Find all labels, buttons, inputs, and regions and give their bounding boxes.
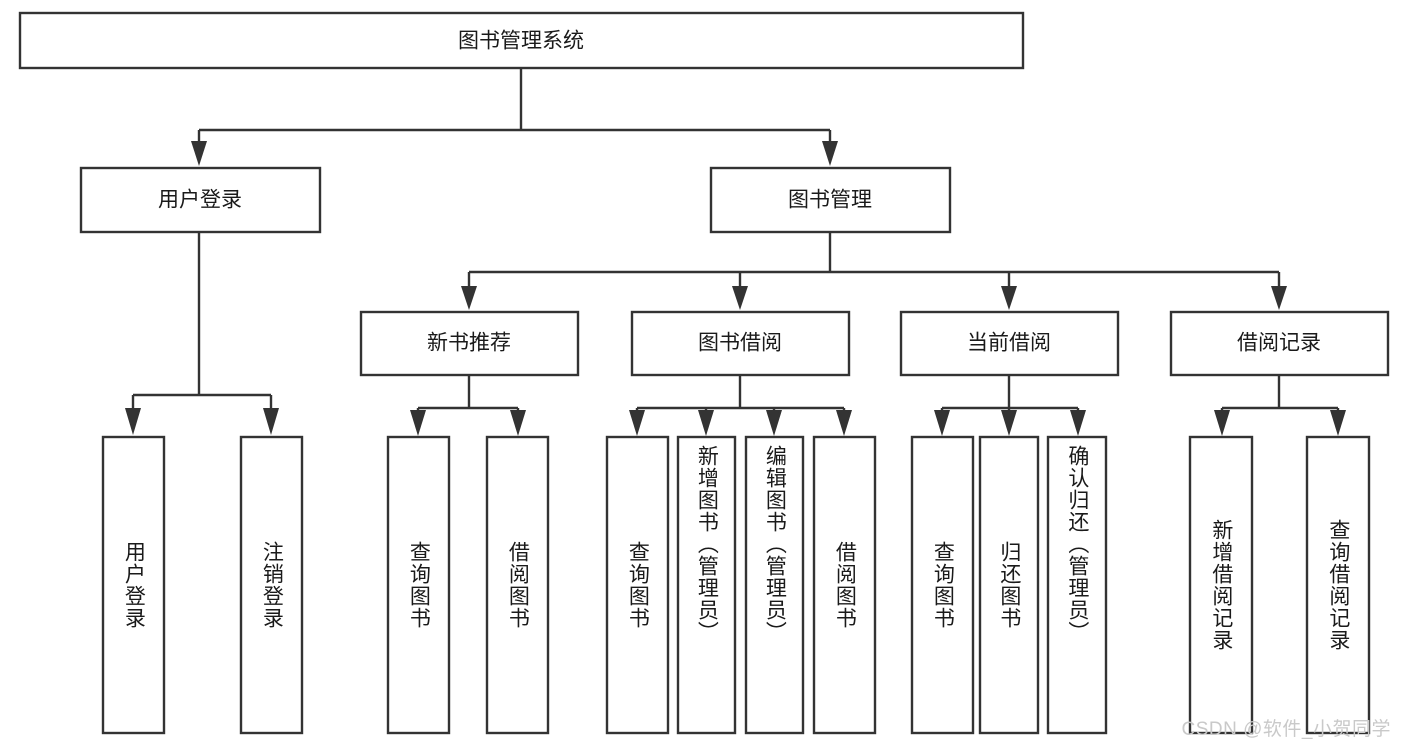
node-book-borrow[interactable] [630, 310, 851, 377]
arrow-head-leaf-c1 [934, 410, 950, 436]
leaf-box-query-book-3[interactable] [910, 435, 975, 735]
node-book-manage[interactable] [709, 166, 952, 234]
leaf-box-return-book[interactable] [978, 435, 1040, 735]
node-root-label: 图书管理系统 [458, 30, 584, 53]
leaf-box-query-book-2[interactable] [605, 435, 670, 735]
arrow-head-borrow-record [1271, 286, 1287, 310]
node-current-borrow[interactable] [899, 310, 1120, 377]
arrow-head-current-borrow [1001, 286, 1017, 310]
arrow-head-leaf-r2 [1330, 410, 1346, 436]
arrow-head-leaf-b4 [836, 410, 852, 436]
node-new-book-recommend[interactable] [359, 310, 580, 377]
arrow-head-new-book [461, 286, 477, 310]
leaf-box-borrow-book-2[interactable] [812, 435, 877, 735]
arrow-head-leaf-c3 [1070, 410, 1086, 436]
arrow-head-leaf-u2 [263, 408, 279, 435]
node-current-borrow-label: 当前借阅 [967, 332, 1051, 355]
arrow-head-leaf-n2 [510, 410, 526, 436]
arrow-head-leaf-u1 [125, 408, 141, 435]
arrow-head-book-manage [822, 141, 838, 166]
leaf-box-logout[interactable] [239, 435, 304, 735]
connector-borrow-record-to-leaves [1214, 375, 1346, 436]
connector-root-to-level2 [191, 68, 838, 166]
arrow-head-leaf-b1 [629, 410, 645, 436]
leaf-box-add-record[interactable] [1188, 435, 1254, 735]
connector-user-login-to-leaves [125, 232, 279, 435]
node-book-manage-label: 图书管理 [788, 189, 872, 212]
connector-book-borrow-to-leaves [629, 375, 852, 436]
leaf-box-edit-book[interactable] [744, 435, 805, 735]
arrow-head-leaf-n1 [410, 410, 426, 436]
node-user-login[interactable] [79, 166, 322, 234]
leaf-box-query-record[interactable] [1305, 435, 1371, 735]
connector-current-borrow-to-leaves [934, 375, 1086, 436]
arrow-head-leaf-c2 [1001, 410, 1017, 436]
arrow-head-leaf-r1 [1214, 410, 1230, 436]
arrow-head-user-login [191, 141, 207, 166]
leaf-box-borrow-book-1[interactable] [485, 435, 550, 735]
node-new-book-recommend-label: 新书推荐 [427, 332, 511, 355]
connector-new-book-to-leaves [410, 375, 526, 436]
arrow-head-book-borrow [732, 286, 748, 310]
leaf-box-add-book[interactable] [676, 435, 737, 735]
leaf-box-confirm-return[interactable] [1046, 435, 1108, 735]
node-user-login-label: 用户登录 [158, 189, 242, 212]
leaf-box-user-login[interactable] [101, 435, 166, 735]
arrow-head-leaf-b2 [698, 410, 714, 436]
leaf-box-query-book-1[interactable] [386, 435, 451, 735]
node-root[interactable] [18, 11, 1025, 70]
connector-book-manage-to-level3 [461, 232, 1287, 310]
arrow-head-leaf-b3 [766, 410, 782, 436]
node-borrow-record-label: 借阅记录 [1237, 332, 1321, 355]
node-book-borrow-label: 图书借阅 [698, 332, 782, 355]
node-borrow-record[interactable] [1169, 310, 1390, 377]
